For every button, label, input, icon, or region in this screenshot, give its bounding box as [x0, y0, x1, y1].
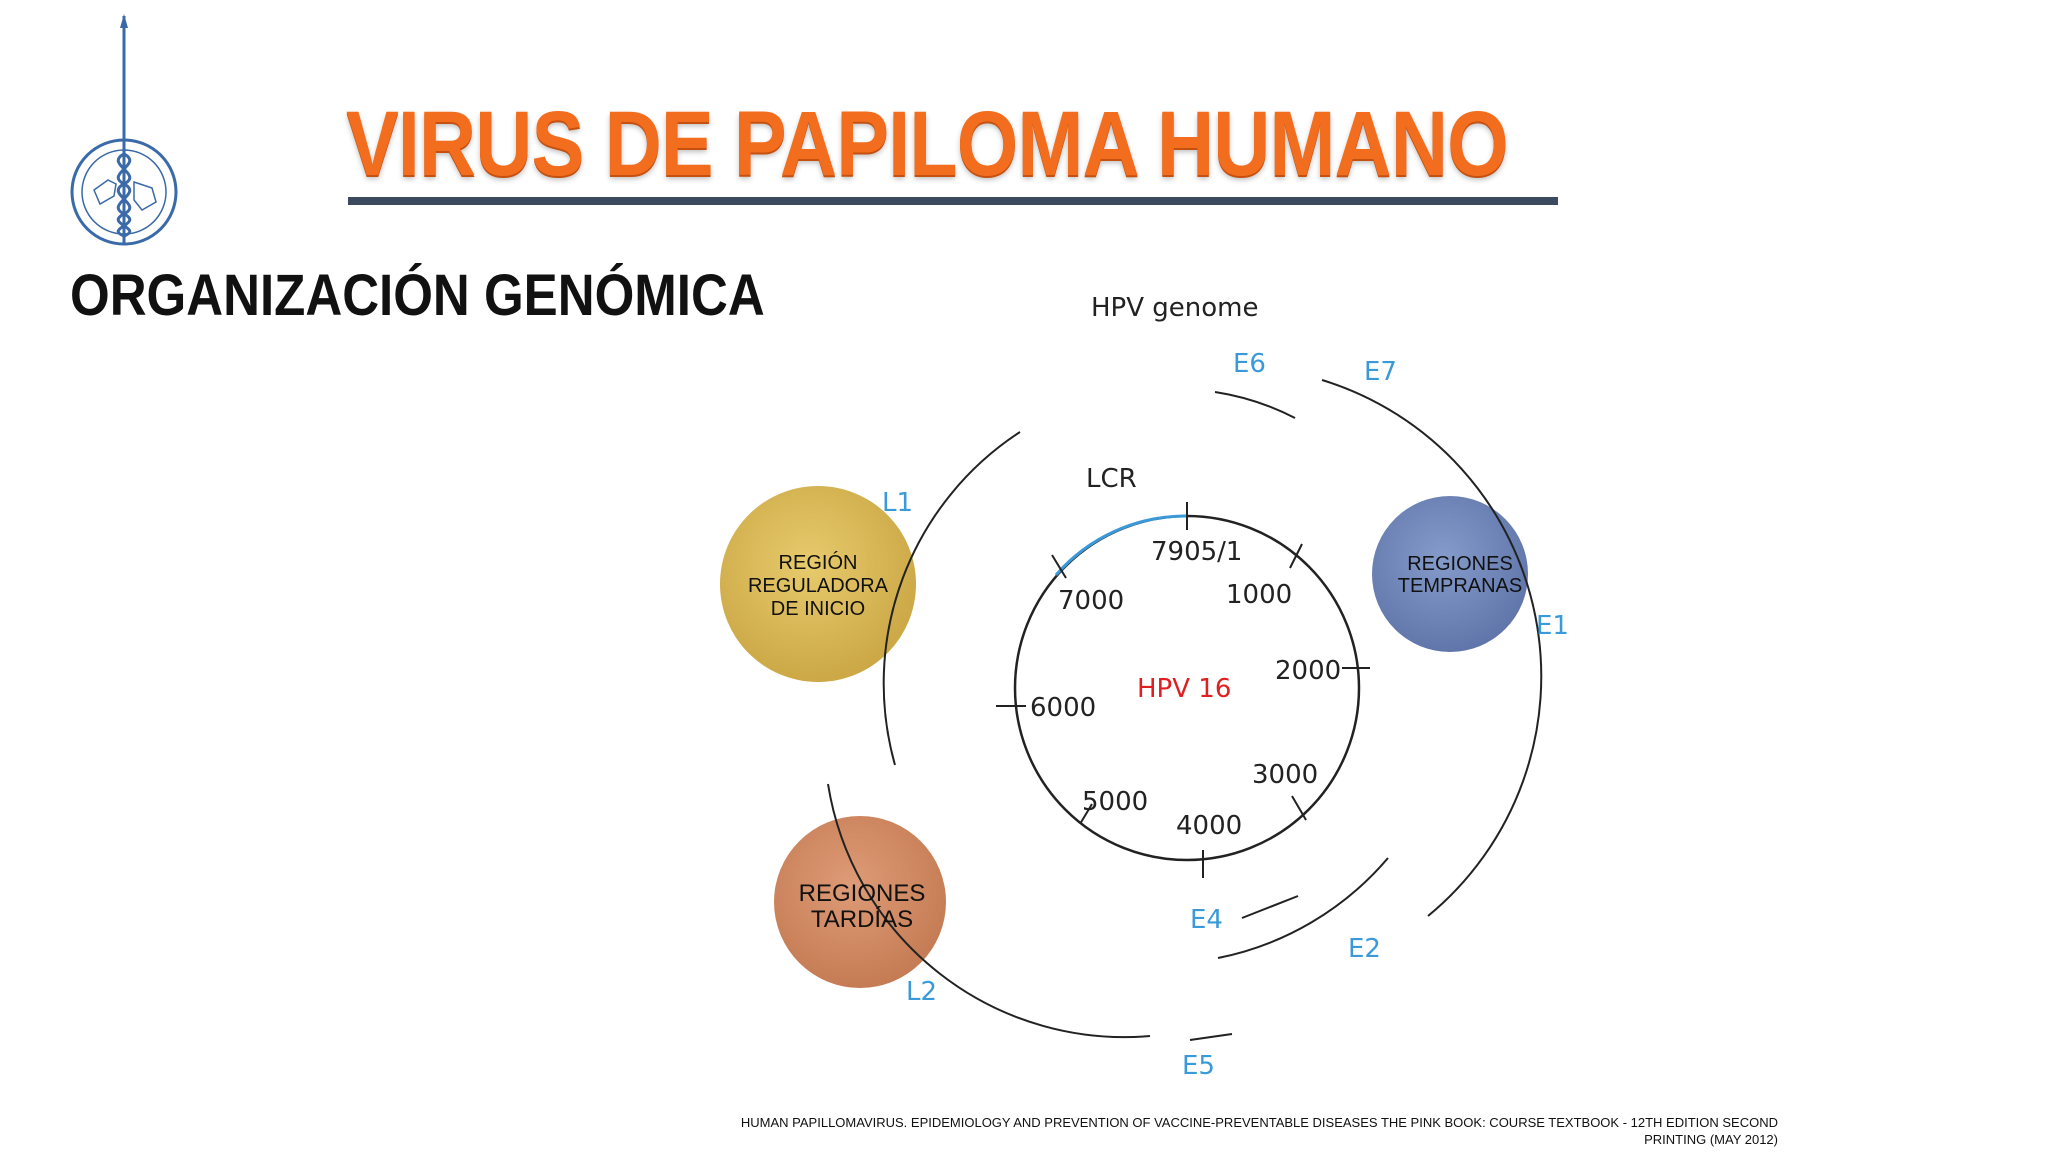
svg-text:REGIONES: REGIONES [1407, 553, 1513, 575]
tick-5000 [1079, 803, 1093, 825]
position-7905: 7905/1 [1151, 537, 1242, 567]
gene-label-e5: E5 [1182, 1051, 1215, 1081]
tick-7000 [1051, 554, 1067, 579]
svg-text:DE INICIO: DE INICIO [771, 598, 865, 620]
arc-e7 [1321, 379, 1543, 917]
bubble-inicio-text: REGIÓN REGULADORA DE INICIO [748, 551, 889, 620]
bubble-tardias-text: REGIONES TARDÍAS [799, 880, 926, 933]
svg-text:REGIONES: REGIONES [799, 880, 926, 907]
svg-text:TARDÍAS: TARDÍAS [811, 906, 913, 933]
lcr-arc [1054, 514, 1188, 576]
gene-label-l2: L2 [906, 977, 937, 1007]
arc-e6 [1214, 391, 1296, 419]
gene-label-e4: E4 [1190, 905, 1223, 935]
institute-logo [70, 14, 178, 246]
arc-l1 [882, 431, 1021, 766]
position-2000: 2000 [1275, 656, 1341, 686]
tick-1000 [1289, 543, 1303, 569]
bubble-tempranas-text: REGIONES TEMPRANAS [1398, 553, 1522, 597]
gene-label-e1: E1 [1536, 611, 1569, 641]
bubble-tempranas [1372, 496, 1528, 652]
gene-label-e7: E7 [1364, 357, 1397, 387]
svg-text:REGIÓN: REGIÓN [779, 551, 858, 574]
position-1000: 1000 [1226, 580, 1292, 610]
slide-title: VIRUS DE PAPILOMA HUMANO [346, 93, 1509, 195]
tick-3000 [1291, 795, 1307, 821]
gene-label-e6: E6 [1233, 349, 1266, 379]
position-5000: 5000 [1082, 787, 1148, 817]
position-3000: 3000 [1252, 760, 1318, 790]
gene-label-e2: E2 [1348, 934, 1381, 964]
title-underline [348, 197, 1558, 205]
center-label: HPV 16 [1137, 674, 1231, 704]
lcr-label: LCR [1086, 464, 1137, 494]
arc-e5 [1189, 1033, 1233, 1041]
svg-text:TEMPRANAS: TEMPRANAS [1398, 575, 1522, 597]
svg-text:REGULADORA: REGULADORA [748, 575, 889, 597]
position-6000: 6000 [1030, 693, 1096, 723]
position-4000: 4000 [1176, 811, 1242, 841]
diagram-heading: HPV genome [1091, 293, 1259, 323]
arc-e4 [1241, 895, 1299, 919]
bubble-tardias [774, 816, 946, 988]
arc-e2 [1217, 857, 1389, 959]
position-7000: 7000 [1058, 586, 1124, 616]
arc-l2 [827, 783, 1151, 1039]
bubble-inicio [720, 486, 916, 682]
reference-citation: HUMAN PAPILLOMAVIRUS. EPIDEMIOLOGY AND P… [740, 1115, 1778, 1147]
slide-subtitle: ORGANIZACIÓN GENÓMICA [70, 263, 765, 328]
gene-label-l1: L1 [882, 488, 913, 518]
